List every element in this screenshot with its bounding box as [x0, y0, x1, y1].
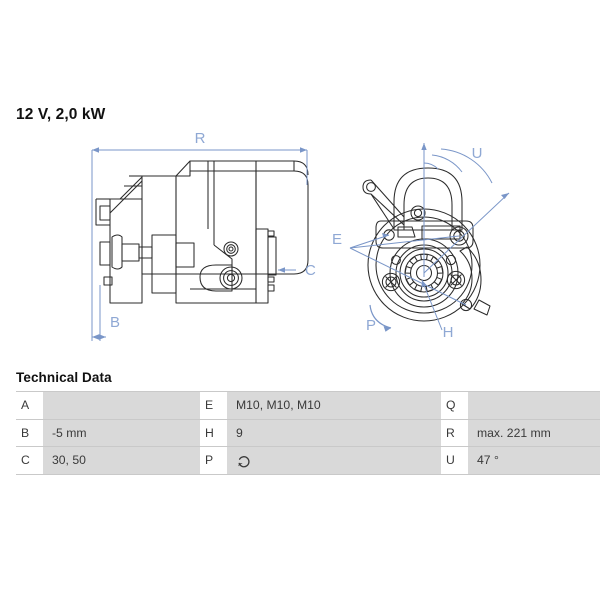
row-value-Q — [468, 391, 600, 419]
dimension-label-H: H — [443, 324, 454, 341]
row-key-P: P — [200, 446, 227, 475]
technical-data-heading: Technical Data — [16, 370, 112, 385]
dimension-U — [421, 143, 510, 277]
row-value-P — [227, 446, 441, 475]
table-row: A E M10, M10, M10 Q — [16, 391, 600, 419]
row-value-A — [43, 391, 200, 419]
dimension-E — [349, 233, 467, 306]
row-value-E: M10, M10, M10 — [227, 391, 441, 419]
technical-drawings: R B C — [0, 125, 600, 360]
row-value-C: 30, 50 — [43, 446, 200, 475]
row-key-Q: Q — [441, 391, 468, 419]
page-title: 12 V, 2,0 kW — [16, 106, 106, 123]
row-value-R: max. 221 mm — [468, 418, 600, 447]
dimension-H — [421, 279, 443, 331]
table-row: B -5 mm H 9 R max. 221 mm — [16, 418, 600, 447]
dimension-label-R: R — [195, 130, 206, 147]
row-key-E: E — [200, 391, 227, 419]
row-key-U: U — [441, 446, 468, 475]
counterclockwise-rotation-icon — [236, 452, 251, 468]
starter-motor-end-view — [362, 167, 491, 322]
row-value-B: -5 mm — [43, 418, 200, 447]
dimension-label-U: U — [472, 145, 483, 162]
row-key-R: R — [441, 418, 468, 447]
row-key-H: H — [200, 418, 227, 447]
technical-data-table: A E M10, M10, M10 Q B -5 mm H 9 R max. 2… — [16, 391, 600, 475]
technical-data-section: Technical Data A E M10, M10, M10 Q B -5 … — [0, 370, 600, 475]
dimension-C — [278, 267, 296, 273]
row-value-H: 9 — [227, 418, 441, 447]
dimension-R — [91, 147, 308, 311]
dimension-label-E: E — [332, 231, 342, 248]
row-value-U: 47 ° — [468, 446, 600, 475]
dimension-P — [369, 304, 392, 332]
dimension-B — [91, 285, 106, 341]
table-row: C 30, 50 P U 47 ° — [16, 446, 600, 475]
dimension-label-B: B — [110, 314, 120, 331]
starter-motor-side-view — [95, 160, 309, 304]
dimension-label-P: P — [366, 317, 376, 334]
row-key-B: B — [16, 418, 43, 447]
dimension-label-C: C — [305, 262, 316, 279]
row-key-A: A — [16, 391, 43, 419]
row-key-C: C — [16, 446, 43, 475]
